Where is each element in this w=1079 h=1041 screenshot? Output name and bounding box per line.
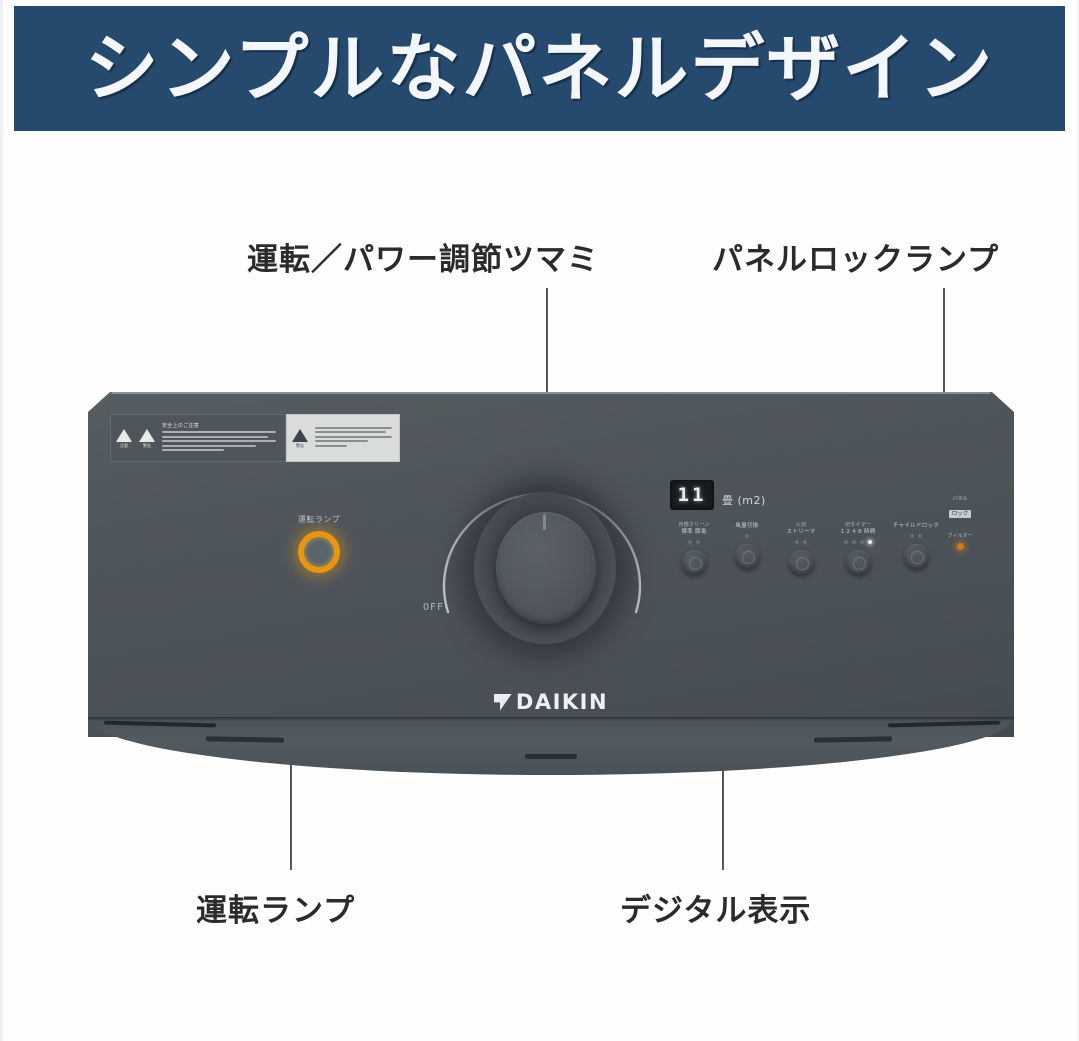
button-label-timer-top: 切タイマー	[844, 522, 871, 528]
led-indicator	[852, 540, 856, 544]
digital-display: 11	[670, 480, 714, 510]
operation-lamp-label: 運転ランプ	[297, 515, 341, 524]
led-indicator	[688, 540, 692, 544]
led-indicator	[844, 540, 848, 544]
button-label-timer-main: 1 2 4 8 時間	[840, 529, 876, 535]
warning-sticker-light-text-block	[313, 426, 396, 450]
banner-title: シンプルなパネルデザイン	[84, 25, 995, 112]
panel-top-highlight	[112, 392, 990, 394]
knob-pointer-notch	[543, 514, 546, 530]
digital-display-unit: 畳 (m2)	[722, 494, 766, 507]
power-adjust-knob[interactable]	[496, 512, 596, 624]
brand-logo: DAIKIN	[493, 690, 609, 714]
operation-lamp-indicator	[298, 531, 340, 573]
panel-lock-lamp-indicator	[956, 543, 964, 550]
panel-lock-chip: ロック	[948, 510, 972, 518]
control-cluster: 11 畳 (m2) 内部クリーン 標準 節電 風量切換	[670, 480, 972, 610]
panel-lock-label-sub: フィルター	[947, 533, 973, 539]
warning-triangle-icon-secondary: 警告	[290, 428, 310, 448]
callout-label-panel-lock: パネルロックランプ	[712, 242, 1000, 278]
panel-bottom-lip	[88, 717, 1014, 775]
led-indicator	[745, 534, 749, 538]
button-label-mode-top: 内部クリーン	[678, 522, 710, 528]
caution-triangle-caption: 注意	[120, 442, 128, 448]
timer-button[interactable]	[845, 550, 871, 575]
airflow-button[interactable]	[734, 544, 760, 569]
button-group-timer: 切タイマー 1 2 4 8 時間	[830, 522, 886, 575]
digital-display-value: 11	[677, 483, 707, 506]
daikin-logo-mark-icon	[493, 693, 512, 711]
warning-sticker-text-block: 安全上のご注意	[160, 422, 282, 454]
callout-label-knob: 運転／パワー調節ツマミ	[247, 242, 599, 278]
button-group-stream: 入切 ストリーマ	[776, 522, 826, 575]
stream-button[interactable]	[788, 550, 814, 575]
led-group-child-lock	[890, 533, 942, 539]
led-indicator	[918, 534, 922, 538]
button-label-child-lock-main: チャイルドロック	[892, 523, 940, 529]
mode-button[interactable]	[681, 550, 707, 575]
led-group-stream	[776, 539, 826, 545]
warning-triangle-caption: 警告	[143, 442, 151, 448]
callout-label-digital-display: デジタル表示	[620, 893, 812, 929]
warning-sticker-dark-section: 注意 警告 安全上のご注意	[110, 414, 286, 462]
air-purifier-control-panel: 注意 警告 安全上のご注意 警告	[88, 392, 1014, 775]
header-banner: シンプルなパネルデザイン	[14, 6, 1065, 131]
button-label-mode-main: 標準 節電	[681, 529, 707, 535]
button-group-child-lock: チャイルドロック	[890, 522, 942, 569]
warning-triangle-icon: 警告	[137, 428, 157, 448]
warning-sticker-heading: 安全上のご注意	[162, 423, 200, 430]
led-indicator	[803, 540, 807, 544]
button-group-airflow: 風量切換	[724, 522, 770, 569]
brand-name: DAIKIN	[515, 690, 609, 714]
caution-triangle-icon: 注意	[114, 428, 134, 448]
lip-vent-slot-center	[525, 754, 577, 759]
power-knob-group[interactable]: OFF	[422, 450, 662, 670]
led-indicator	[696, 540, 700, 544]
button-label-stream-top: 入切	[795, 522, 807, 528]
panel-lock-lamp-group: パネル ロック フィルター	[932, 496, 988, 550]
warning-sticker: 注意 警告 安全上のご注意 警告	[110, 414, 400, 462]
led-group-timer	[830, 539, 886, 545]
warning-triangle-caption-secondary: 警告	[296, 442, 304, 448]
led-indicator-active	[868, 540, 872, 544]
panel-lock-label-top: パネル	[952, 496, 968, 502]
led-indicator	[910, 534, 914, 538]
button-label-stream-main: ストリーマ	[786, 529, 816, 535]
led-group-airflow	[724, 533, 770, 539]
led-indicator	[795, 540, 799, 544]
callout-label-operation-lamp: 運転ランプ	[196, 893, 356, 929]
led-indicator	[860, 540, 864, 544]
knob-off-label: OFF	[423, 602, 445, 613]
led-group-mode	[670, 539, 718, 545]
child-lock-button[interactable]	[903, 544, 929, 569]
button-group-mode: 内部クリーン 標準 節電	[670, 522, 718, 575]
operation-lamp-group: 運転ランプ	[264, 514, 374, 573]
button-row: 内部クリーン 標準 節電 風量切換 入切 ストリーマ	[670, 522, 970, 610]
warning-sticker-light-section: 警告	[286, 414, 400, 462]
button-label-airflow-main: 風量切換	[735, 523, 759, 529]
